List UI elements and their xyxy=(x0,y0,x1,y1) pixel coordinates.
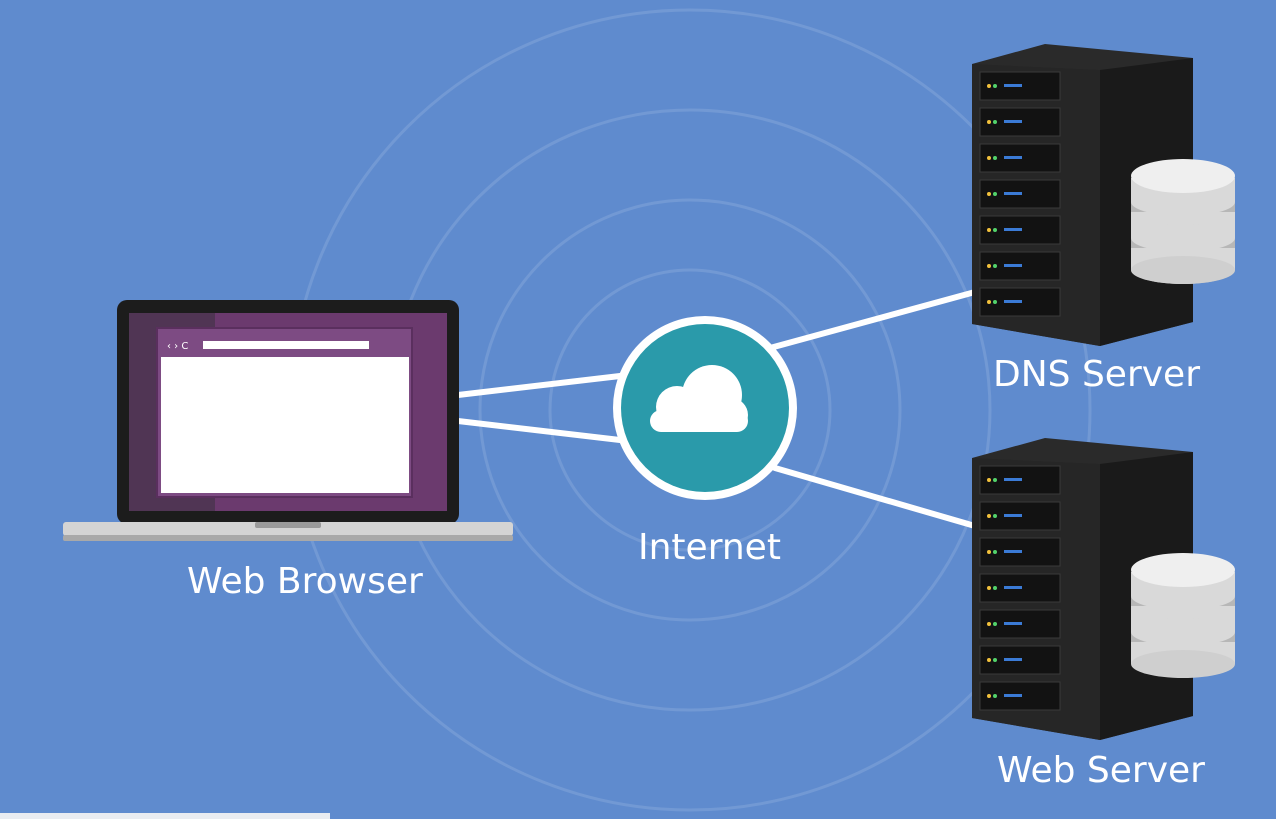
edge-browser-internet-1 xyxy=(455,373,623,398)
dns-rack-slot xyxy=(979,179,1061,209)
dns-rack-slot xyxy=(979,251,1061,281)
web-rack-slot xyxy=(979,681,1061,711)
internet-node xyxy=(613,316,797,500)
web-database-icon xyxy=(1131,553,1235,678)
edge-internet-web xyxy=(772,465,978,529)
dns-rack-slot xyxy=(979,215,1061,245)
web-rack-slot xyxy=(979,573,1061,603)
web-rack-slot xyxy=(979,537,1061,567)
web-rack-slot xyxy=(979,501,1061,531)
cloud-icon xyxy=(650,365,748,432)
dns-rack-slot xyxy=(979,143,1061,173)
dns-database-icon xyxy=(1131,159,1235,284)
dns-server-label: DNS Server xyxy=(993,354,1200,395)
web-rack-slot xyxy=(979,609,1061,639)
web-server-label: Web Server xyxy=(997,750,1205,791)
dns-rack-slot xyxy=(979,287,1061,317)
edge-internet-dns xyxy=(767,289,978,351)
web-rack-slot xyxy=(979,465,1061,495)
bottom-strip xyxy=(0,813,330,819)
internet-label: Internet xyxy=(638,527,781,568)
browser-nav-glyphs: ‹ › C xyxy=(167,341,188,352)
web-rack-slot xyxy=(979,645,1061,675)
dns-rack-slot xyxy=(979,71,1061,101)
connection-lines xyxy=(455,289,978,529)
address-bar xyxy=(203,341,369,349)
edge-browser-internet-2 xyxy=(455,418,623,443)
web-browser-label: Web Browser xyxy=(187,561,423,602)
laptop-icon: ‹ › C xyxy=(63,300,513,541)
dns-rack-slot xyxy=(979,107,1061,137)
